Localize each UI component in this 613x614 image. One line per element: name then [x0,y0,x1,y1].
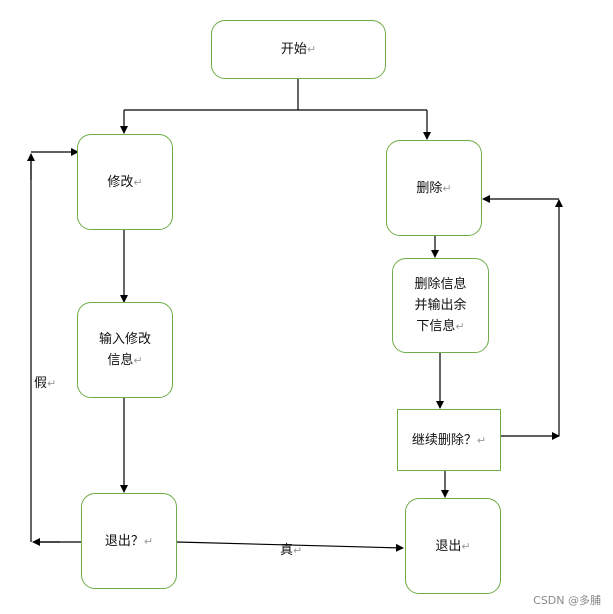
input-modify-node: 输入修改 信息↵ [77,302,173,398]
start-node-label: 开始 [280,42,307,57]
delete-info-node: 删除信息 并输出余 下信息↵ [392,258,489,353]
paragraph-mark: ↵ [455,320,465,333]
delete-info-line: 下信息 [416,319,456,334]
paragraph-mark: ↵ [476,433,487,447]
false-edge-label: 假↵ [34,372,56,391]
paragraph-mark: ↵ [47,377,57,390]
input-modify-line: 输入修改 [98,332,151,347]
watermark: CSDN @多脯 [533,594,601,607]
exit-question-left-node: 退出？↵ [81,493,177,589]
paragraph-mark: ↵ [143,534,154,548]
delete-info-line: 删除信息 [414,277,467,292]
input-modify-text: 输入修改 信息↵ [99,329,151,371]
paragraph-mark: ↵ [306,43,317,56]
delete-info-text: 删除信息 并输出余 下信息↵ [414,274,466,337]
exit-right-node: 退出↵ [405,498,501,594]
continue-delete-label: 继续删除？ [411,432,477,448]
paragraph-mark: ↵ [461,539,471,553]
start-node: 开始↵ [211,20,386,79]
input-modify-line: 信息 [107,353,134,368]
delete-node: 删除↵ [386,140,482,236]
exit-question-left-label: 退出？ [104,533,144,549]
false-edge-label-text: 假 [34,376,48,391]
paragraph-mark: ↵ [442,181,452,195]
arrow-true-to-exit-right [176,541,404,552]
paragraph-mark: ↵ [133,175,143,189]
delete-node-label: 删除 [416,180,443,196]
delete-info-line: 并输出余 [414,298,467,313]
true-edge-label: 真↵ [280,539,302,558]
paragraph-mark: ↵ [133,354,143,367]
modify-node-label: 修改 [107,174,134,190]
true-edge-label-text: 真 [280,543,294,558]
exit-right-label: 退出 [435,538,462,554]
continue-delete-node: 继续删除？↵ [397,409,501,471]
paragraph-mark: ↵ [293,544,303,557]
modify-node: 修改↵ [77,134,173,230]
